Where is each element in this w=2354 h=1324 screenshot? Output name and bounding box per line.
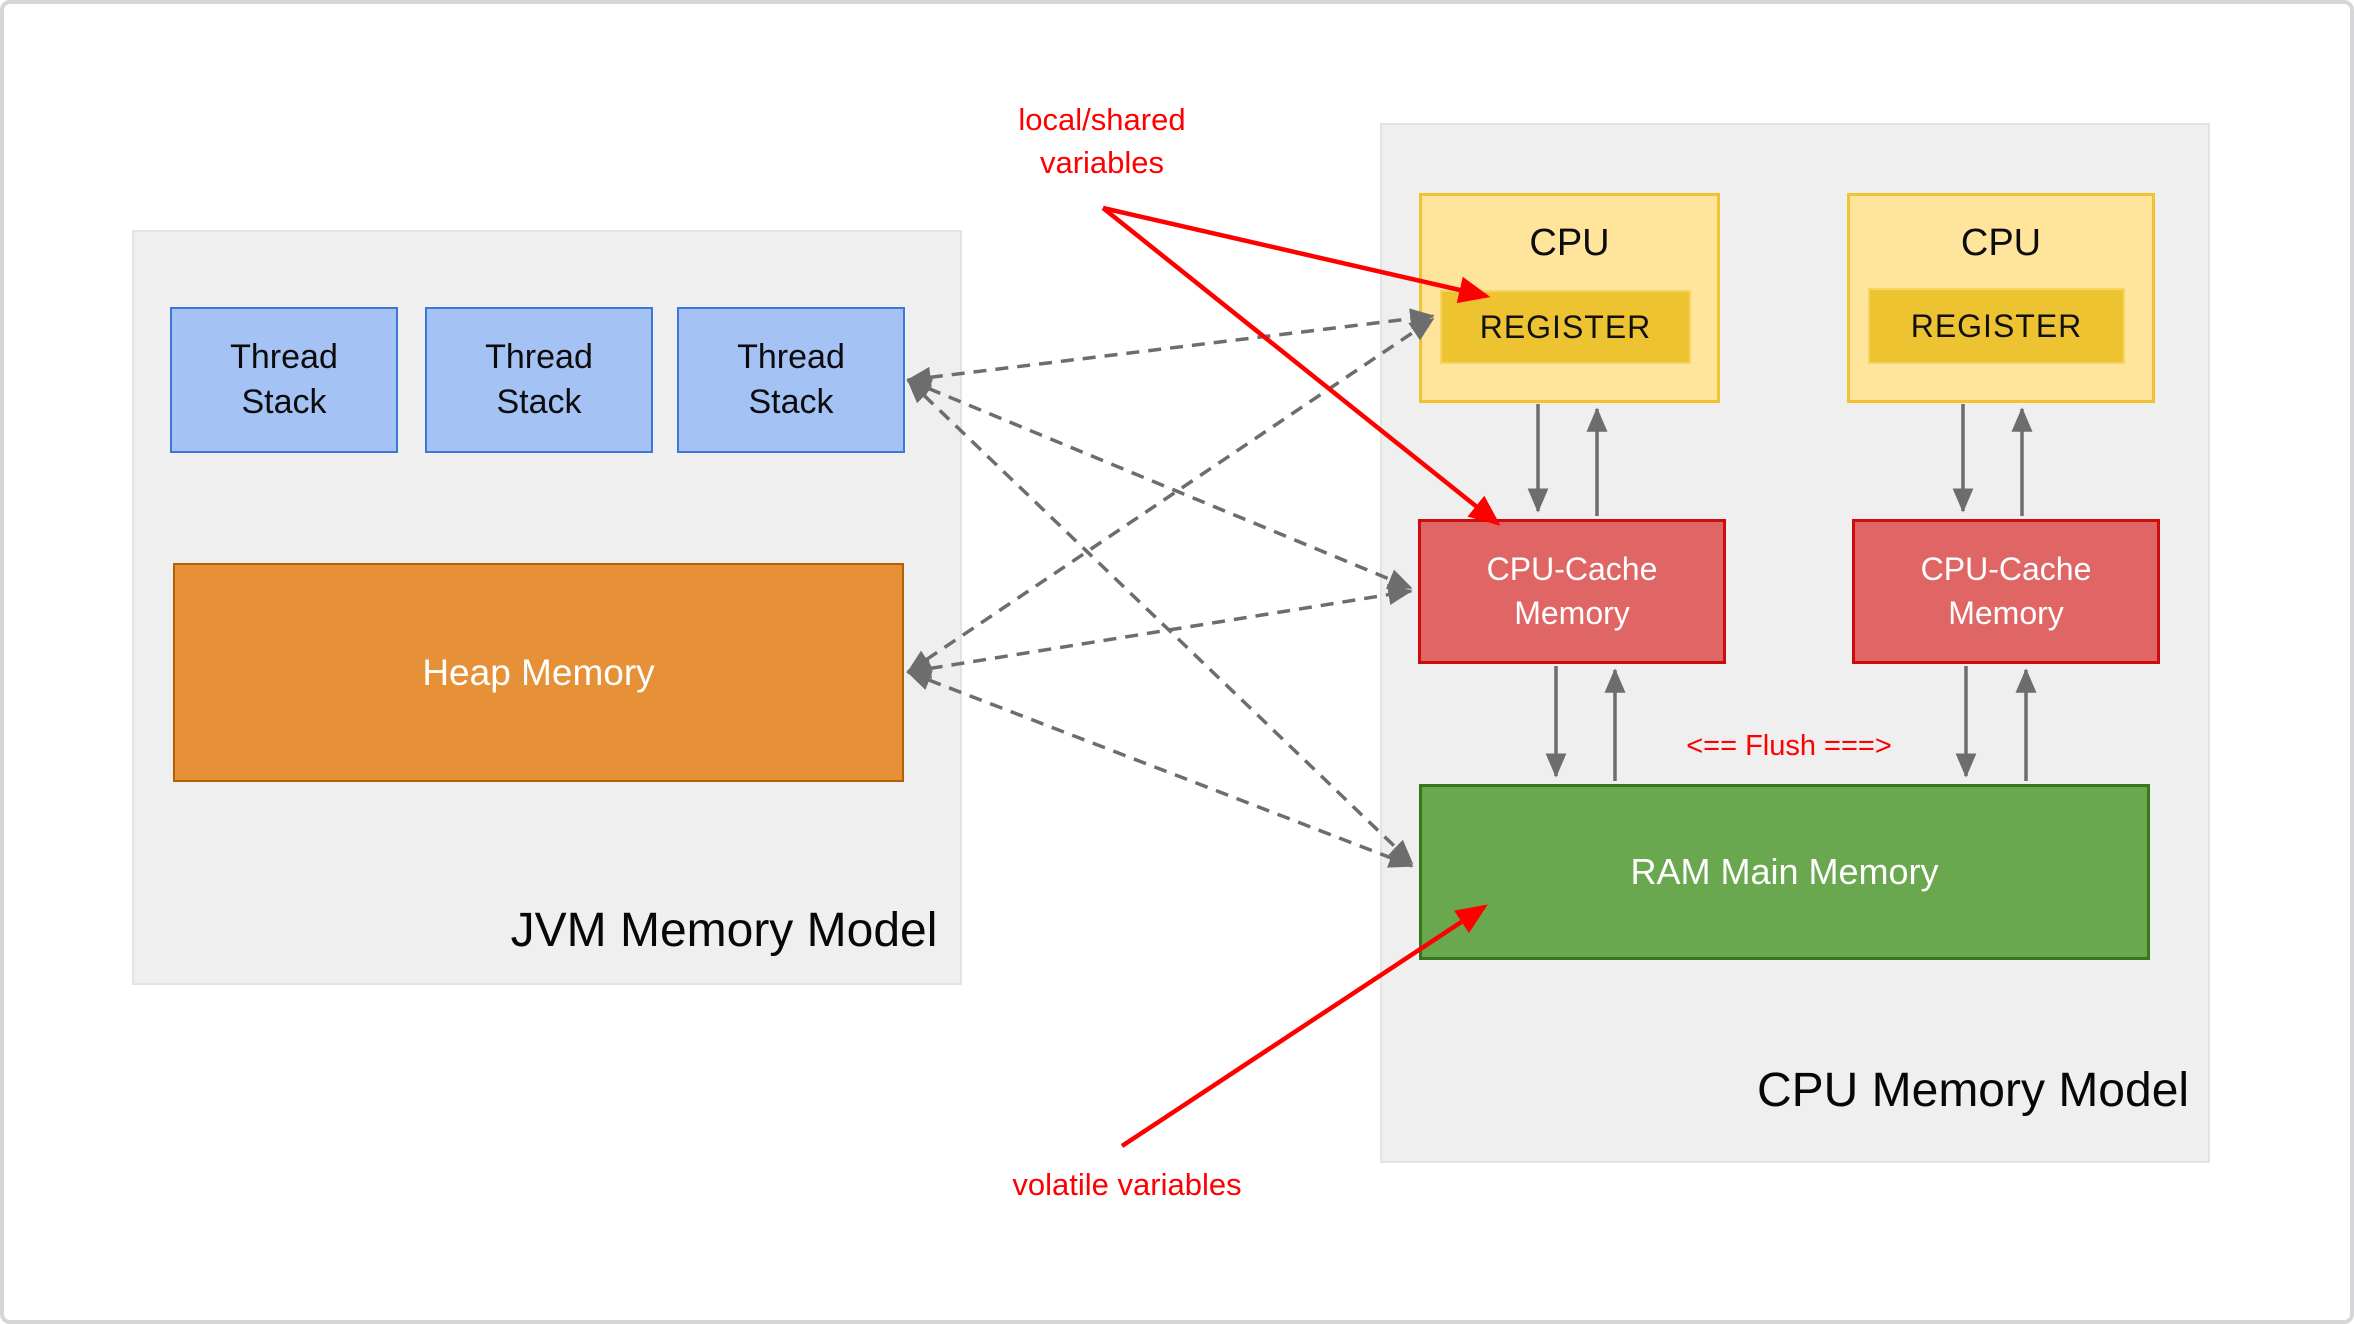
local-shared-line2: variables xyxy=(1039,145,1165,181)
cpu-cache-label-line2: Memory xyxy=(1948,594,2064,631)
ram-main-memory-label: RAM Main Memory xyxy=(1630,851,1939,892)
cpu-cache-box-1: CPU-Cache Memory xyxy=(1418,519,1726,664)
local-shared-variables-annotation: local/shared variables xyxy=(972,98,1232,185)
flush-annotation: <== Flush ===> xyxy=(1686,730,1892,762)
cpu-cache-label-line2: Memory xyxy=(1514,594,1630,631)
thread-stack-box-3: Thread Stack xyxy=(677,307,905,453)
thread-stack-label-line1: Thread xyxy=(737,338,845,377)
cpu-cache-label-line1: CPU-Cache xyxy=(1486,551,1658,588)
cpu-cache-label-line1: CPU-Cache xyxy=(1920,551,2092,588)
register-box-1: REGISTER xyxy=(1440,290,1691,364)
cpu-label: CPU xyxy=(1529,222,1610,264)
register-label: REGISTER xyxy=(1910,307,2083,344)
jvm-panel-title: JVM Memory Model xyxy=(510,904,938,957)
register-box-2: REGISTER xyxy=(1868,288,2125,364)
thread-stack-label-line1: Thread xyxy=(485,338,593,377)
thread-stack-label-line2: Stack xyxy=(496,383,582,421)
thread-stack-box-2: Thread Stack xyxy=(425,307,653,453)
register-label: REGISTER xyxy=(1479,308,1652,345)
volatile-variables-annotation: volatile variables xyxy=(1012,1167,1242,1202)
cpu-label: CPU xyxy=(1960,222,2042,264)
ram-main-memory-box: RAM Main Memory xyxy=(1419,784,2150,960)
heap-memory-box: Heap Memory xyxy=(173,563,904,782)
thread-stack-label-line2: Stack xyxy=(241,383,327,421)
cpu-panel-title: CPU Memory Model xyxy=(1756,1064,2190,1117)
thread-stack-label-line1: Thread xyxy=(230,338,338,377)
cpu-cache-box-2: CPU-Cache Memory xyxy=(1852,519,2160,664)
thread-stack-box-1: Thread Stack xyxy=(170,307,398,453)
heap-memory-label: Heap Memory xyxy=(422,651,655,693)
thread-stack-label-line2: Stack xyxy=(748,383,834,421)
local-shared-line1: local/shared xyxy=(1018,102,1186,137)
